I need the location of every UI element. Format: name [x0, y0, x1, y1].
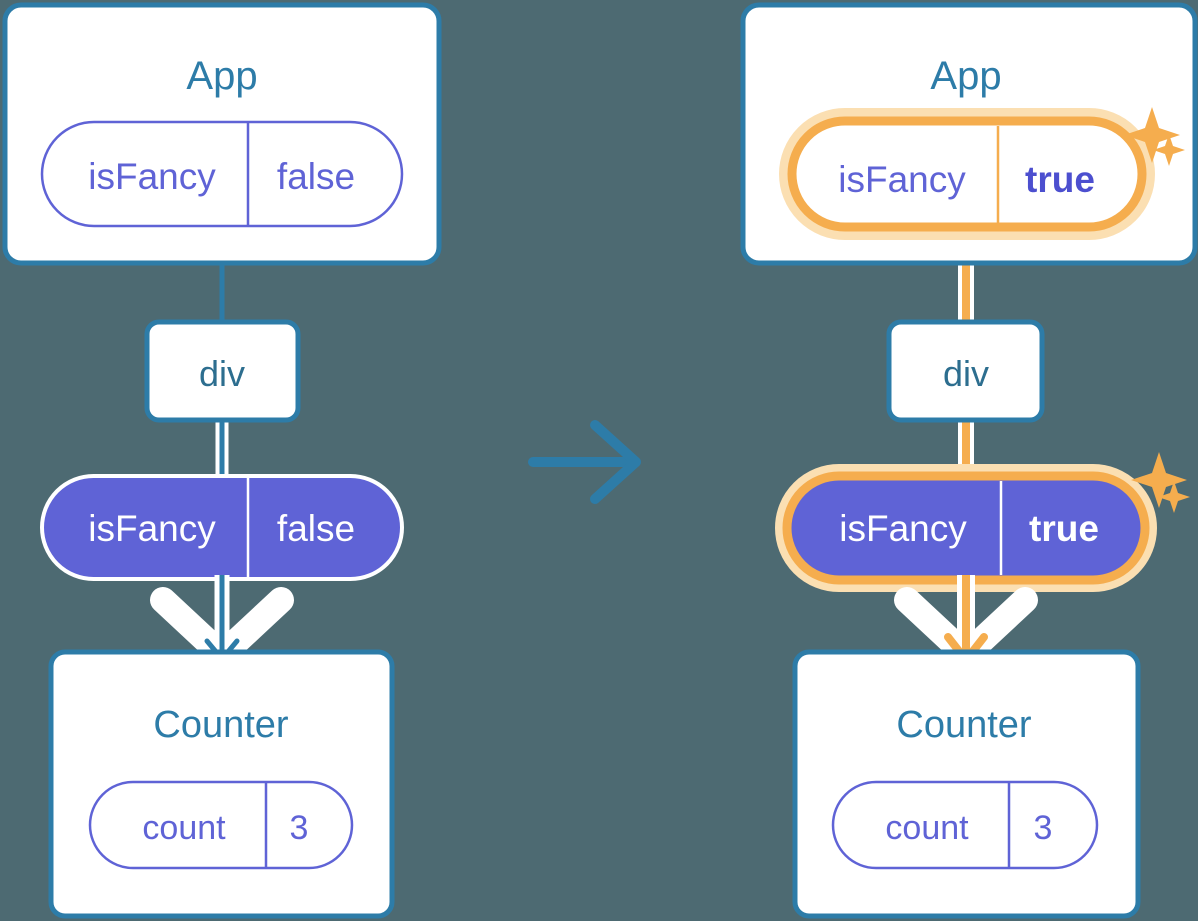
before-div-label: div	[199, 353, 245, 394]
after-app-pill-value: true	[1025, 159, 1095, 200]
before-app-pill-key: isFancy	[88, 156, 216, 197]
before-counter-state-pill[interactable]	[88, 780, 354, 870]
sparkle-icon-app	[1124, 107, 1185, 166]
after-div-box[interactable]	[886, 319, 1045, 423]
after-app-pill-key: isFancy	[838, 159, 966, 200]
before-props-pill-value: false	[277, 508, 355, 549]
before-app-title: App	[186, 54, 257, 98]
before-app-pill-value: false	[277, 156, 355, 197]
before-div-box[interactable]	[144, 319, 301, 423]
after-counter-title: Counter	[896, 704, 1032, 746]
before-counter-pill-key: count	[142, 809, 226, 847]
after-props-pill-value: true	[1029, 508, 1099, 549]
after-app-title: App	[930, 54, 1001, 98]
after-props-pill-key: isFancy	[839, 508, 967, 549]
right-arrow-icon	[528, 420, 641, 504]
after-props-pill[interactable]	[775, 464, 1157, 592]
sparkle-icon-props	[1131, 452, 1190, 513]
after-app-state-pill[interactable]	[779, 108, 1155, 240]
before-props-pill-key: isFancy	[88, 508, 216, 549]
after-counter-pill-value: 3	[1034, 809, 1053, 847]
before-props-to-counter-arrow	[150, 575, 294, 668]
after-div-label: div	[943, 353, 989, 394]
before-counter-pill-value: 3	[290, 809, 309, 847]
before-app-state-pill[interactable]	[40, 120, 404, 228]
before-counter-title: Counter	[153, 704, 289, 746]
after-counter-pill-key: count	[885, 809, 969, 847]
after-counter-state-pill[interactable]	[831, 780, 1099, 870]
